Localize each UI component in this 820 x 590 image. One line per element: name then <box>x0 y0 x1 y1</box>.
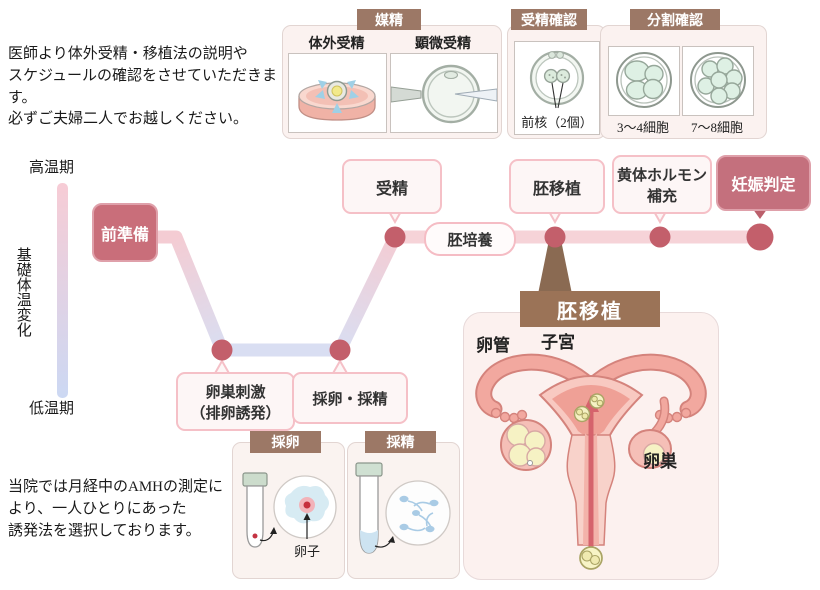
sperm-collection-title: 採精 <box>365 431 436 453</box>
petri-dish-illustration <box>298 80 376 121</box>
dot-fertilization <box>384 226 406 248</box>
step-embryo-culture: 胚培養 <box>424 222 516 256</box>
axis-basal-temp-label: 基礎体温変化 <box>14 247 31 337</box>
hormone-line-2: 補充 <box>646 188 677 205</box>
note-line-1: 当院では月経中のAMHの測定に <box>8 479 224 495</box>
cells-7-8-caption: 7〜8細胞 <box>690 120 743 135</box>
egg-caption: 卵子 <box>293 544 320 559</box>
ivf-panel-title: 体外受精 <box>308 37 365 52</box>
egg-collection-box: 卵子 <box>232 442 345 579</box>
axis-high-temp-label: 高温期 <box>29 160 75 176</box>
intro-line-1: 医師より体外受精・移植法の説明や <box>8 46 248 62</box>
egg-collection-title: 採卵 <box>250 431 321 453</box>
sperm-collection-illustration <box>355 462 451 554</box>
hormone-line-1: 黄体ホルモン <box>616 167 707 184</box>
egg-collection-illustration <box>242 472 337 548</box>
note-text: 当院では月経中のAMHの測定に より、一人ひとりにあった 誘発法を選択しておりま… <box>8 477 248 542</box>
uterus-label: 子宮 <box>541 333 575 352</box>
cells-3-4-caption: 3〜4細胞 <box>616 120 669 135</box>
step-fertilization: 受精 <box>342 159 442 214</box>
division-check-box: 3〜4細胞 7〜8細胞 <box>600 25 767 139</box>
step-embryo-transfer: 胚移植 <box>509 159 605 214</box>
dot-collection <box>329 339 351 361</box>
intro-text: 医師より体外受精・移植法の説明や スケジュールの確認をさせていただきます。 必ず… <box>8 44 298 131</box>
icsi-panel-title: 顕微受精 <box>415 37 471 52</box>
note-line-2: より、一人ひとりにあった <box>8 500 187 517</box>
cells-7-8-panel <box>682 46 754 116</box>
fertilization-check-panel: 前核（2個） <box>514 41 600 135</box>
step-egg-sperm-collection: 採卵・採精 <box>292 372 408 424</box>
sperm-collection-box <box>347 442 460 579</box>
stimulation-line-1: 卵巣刺激 <box>205 384 266 401</box>
insemination-box-title: 媒精 <box>357 9 421 30</box>
ovary-label: 卵巣 <box>643 452 677 471</box>
axis-low-temp-label: 低温期 <box>29 401 75 417</box>
intro-line-3: 必ずご夫婦二人でお越しください。 <box>8 111 249 128</box>
icsi-panel <box>390 53 498 133</box>
dot-transfer <box>544 226 566 248</box>
uterus-illustration <box>475 353 707 570</box>
fertilization-check-box: 前核（2個） <box>507 25 606 139</box>
pronuclei-caption: 前核（2個） <box>521 115 593 130</box>
step-ovarian-stimulation: 卵巣刺激 （排卵誘発） <box>176 372 295 431</box>
dot-pregnancy-test <box>746 223 774 251</box>
cells-3-4-panel <box>608 46 680 116</box>
intro-line-2: スケジュールの確認をさせていただきます。 <box>8 67 277 106</box>
ivf-panel <box>288 53 387 133</box>
dot-stimulation <box>211 339 233 361</box>
microinjection-illustration <box>391 64 497 124</box>
dot-hormone <box>649 226 671 248</box>
temperature-axis-bar <box>57 183 68 398</box>
cells-7-8-illustration <box>690 52 746 108</box>
fertilization-check-title: 受精確認 <box>511 9 587 30</box>
note-line-3: 誘発法を選択しております。 <box>8 522 201 539</box>
step-preparation: 前準備 <box>92 203 158 262</box>
step-pregnancy-test: 妊娠判定 <box>716 155 811 211</box>
fallopian-tube-label: 卵管 <box>476 336 510 355</box>
insemination-box: 体外受精 顕微受精 <box>282 25 502 139</box>
embryo-transfer-box-title: 胚移植 <box>520 291 660 327</box>
stimulation-line-2: （排卵誘発） <box>190 405 281 422</box>
cells-3-4-illustration <box>616 52 672 108</box>
embryo-transfer-box: 卵管 子宮 卵巣 <box>463 312 719 580</box>
division-check-title: 分割確認 <box>630 9 720 30</box>
step-hormone-supplement: 黄体ホルモン 補充 <box>612 155 712 214</box>
pronuclei-egg-illustration <box>529 50 585 109</box>
